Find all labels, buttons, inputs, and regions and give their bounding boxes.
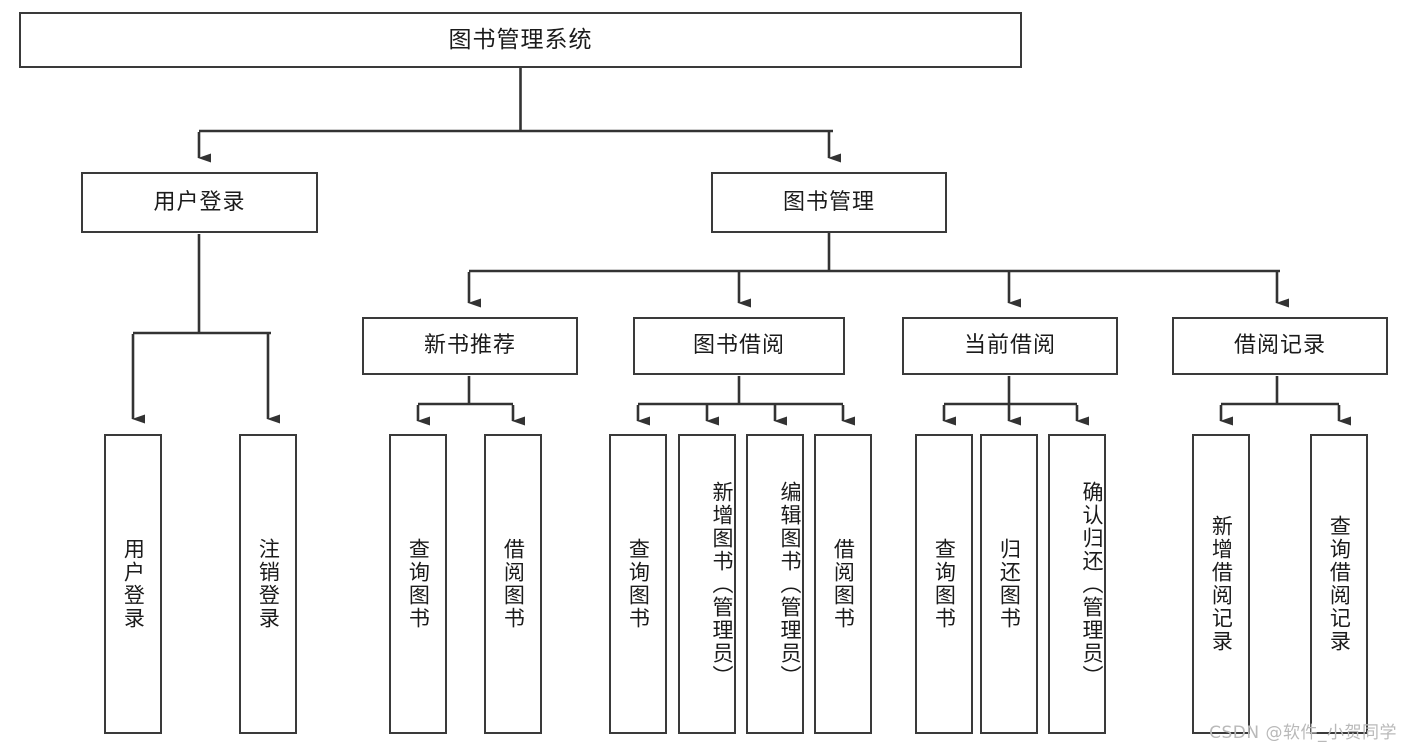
leaf-add-borrow-record[interactable]: 新增借阅记录 — [1192, 434, 1250, 734]
leaf-user-login[interactable]: 用户登录 — [104, 434, 162, 734]
leaf-label: 借阅图书 — [501, 538, 526, 630]
leaf-label: 查询图书 — [406, 538, 431, 630]
node-book-borrow[interactable]: 图书借阅 — [633, 317, 845, 375]
leaf-logout[interactable]: 注销登录 — [239, 434, 297, 734]
leaf-label: 新增借阅记录 — [1209, 515, 1234, 653]
leaf-label: 确认归还（管理员） — [1080, 480, 1104, 688]
node-book-management[interactable]: 图书管理 — [711, 172, 947, 233]
leaf-label: 查询借阅记录 — [1327, 515, 1352, 653]
leaf-label: 新增图书（管理员） — [710, 480, 734, 688]
leaf-label: 归还图书 — [997, 538, 1022, 630]
node-current-borrow[interactable]: 当前借阅 — [902, 317, 1118, 375]
node-root-system[interactable]: 图书管理系统 — [19, 12, 1022, 68]
leaf-label: 用户登录 — [121, 538, 146, 630]
leaf-label: 查询图书 — [932, 538, 957, 630]
leaf-borrow-book-borrow[interactable]: 借阅图书 — [814, 434, 872, 734]
leaf-label: 注销登录 — [256, 538, 281, 630]
leaf-label: 借阅图书 — [831, 538, 856, 630]
leaf-query-borrow-record[interactable]: 查询借阅记录 — [1310, 434, 1368, 734]
node-borrow-record[interactable]: 借阅记录 — [1172, 317, 1388, 375]
leaf-query-book-recommend[interactable]: 查询图书 — [389, 434, 447, 734]
node-user-login[interactable]: 用户登录 — [81, 172, 318, 233]
leaf-return-book[interactable]: 归还图书 — [980, 434, 1038, 734]
csdn-watermark: CSDN @软件_小贺同学 — [1209, 723, 1397, 743]
leaf-query-book-current[interactable]: 查询图书 — [915, 434, 973, 734]
leaf-confirm-return-admin[interactable]: 确认归还（管理员） — [1048, 434, 1106, 734]
leaf-borrow-book-recommend[interactable]: 借阅图书 — [484, 434, 542, 734]
leaf-label: 编辑图书（管理员） — [778, 480, 802, 688]
leaf-add-book-admin[interactable]: 新增图书（管理员） — [678, 434, 736, 734]
leaf-edit-book-admin[interactable]: 编辑图书（管理员） — [746, 434, 804, 734]
leaf-label: 查询图书 — [626, 538, 651, 630]
node-new-book-recommend[interactable]: 新书推荐 — [362, 317, 578, 375]
leaf-query-book-borrow[interactable]: 查询图书 — [609, 434, 667, 734]
